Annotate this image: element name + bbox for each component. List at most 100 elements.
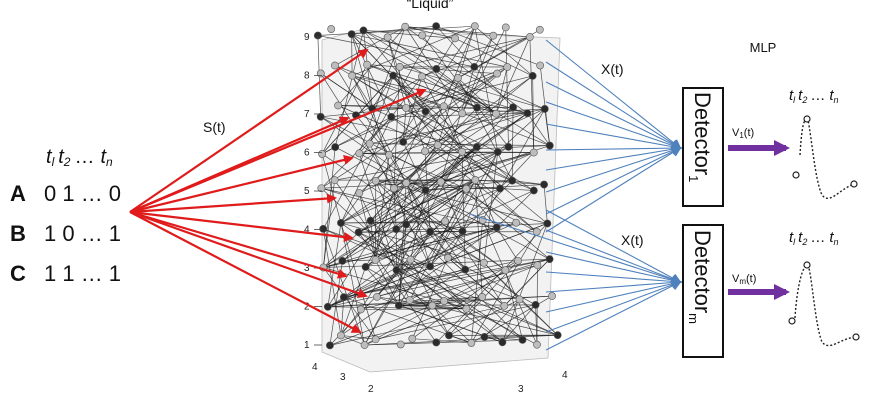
lattice-edge (358, 153, 397, 271)
state-arrow-m-5 (545, 277, 682, 293)
state-arrow-1-8 (545, 145, 682, 193)
detector-m-box (682, 224, 724, 358)
lattice-edge (363, 30, 550, 146)
lattice-neuron (462, 184, 471, 193)
lattice-edge (375, 180, 467, 190)
state-arrow-m-6 (545, 278, 682, 313)
lattice-edge (340, 222, 503, 343)
lattice-edge (499, 152, 535, 189)
pattern-id-b: B (10, 221, 26, 246)
detector-1-box (682, 87, 724, 207)
z-tick-2: 2 (304, 302, 310, 313)
lattice-edge (343, 258, 550, 298)
lattice-neuron (426, 262, 435, 271)
z-tick-1: 1 (304, 340, 310, 351)
lattice-edge (444, 221, 505, 307)
pattern-bits-a: 0 1 … 0 (44, 181, 121, 206)
lattice-neuron (432, 338, 441, 347)
lattice-edge (482, 219, 538, 345)
lattice-neuron (540, 105, 549, 113)
lattice-edge (358, 179, 476, 233)
lattice-edge (398, 182, 407, 306)
pattern-bits-c: 1 1 … 1 (44, 261, 121, 286)
state-arrow-1-6 (545, 143, 682, 154)
lattice-edge (421, 35, 509, 148)
lattice-edge (504, 258, 550, 307)
lattice-edge (358, 231, 523, 341)
lattice-edge (410, 259, 450, 336)
lattice-edge (392, 75, 513, 181)
lattice-edge (432, 305, 467, 310)
lattice-edge (320, 73, 395, 189)
lattice-edge (335, 73, 498, 148)
input-arrow-3 (129, 116, 350, 214)
lattice-edge (410, 190, 426, 260)
lattice-edge (399, 36, 530, 68)
state-arrows (469, 39, 682, 351)
detector-1-label: Detector1 (686, 92, 715, 182)
lattice-edge (366, 64, 498, 74)
lattice-edge (432, 305, 472, 344)
lattice-edge (440, 66, 475, 182)
lattice-neuron (392, 225, 401, 234)
output-curve-1 (792, 115, 858, 200)
lattice-neuron (454, 74, 462, 82)
lattice-edge (351, 75, 535, 191)
lattice-edge (429, 179, 476, 267)
lattice-neuron (359, 26, 368, 35)
lattice-neuron (493, 69, 502, 78)
lattice-edge (484, 336, 523, 341)
lattice-neuron (395, 62, 404, 71)
lattice-neuron (421, 186, 430, 195)
lattice-neuron (318, 150, 327, 158)
lattice-neuron (441, 217, 450, 226)
lattice-neuron (432, 65, 441, 73)
lattice-edge (375, 180, 506, 271)
lattice-edge (473, 35, 494, 68)
lattice-edge (496, 190, 535, 228)
lattice-edge (393, 66, 401, 189)
lattice-edge (409, 269, 466, 301)
lattice-edge (421, 76, 463, 152)
lattice-edge (363, 30, 373, 109)
lattice-edge (351, 75, 407, 184)
lattice-edge (334, 179, 397, 271)
lattice-neuron (373, 292, 381, 301)
lattice-neuron (501, 23, 510, 32)
lattice-edge (462, 151, 499, 232)
lattice-edge (351, 25, 475, 76)
lattice-neuron (331, 143, 340, 151)
lattice-edge (359, 153, 426, 191)
lattice-neuron (432, 22, 441, 31)
lattice-neuron (461, 265, 470, 274)
lattice-edge (402, 76, 423, 143)
lattice-edge (396, 269, 558, 336)
state-arrow-1-4 (545, 101, 682, 151)
lattice-neuron (399, 138, 408, 146)
lattice-neuron (385, 150, 394, 159)
lattice-edge (358, 26, 406, 154)
lattice-edge (387, 37, 426, 152)
lattice-edge (402, 77, 459, 143)
input-arrows (129, 48, 427, 333)
lattice-edge (370, 220, 503, 343)
depth-tick-2: 2 (368, 384, 374, 395)
lattice-neuron (543, 219, 552, 228)
lattice-neuron (387, 113, 396, 121)
lattice-neuron (401, 22, 410, 31)
state-arrow-m-1 (545, 209, 682, 283)
lattice-neuron (371, 335, 380, 344)
lattice-neuron (492, 109, 500, 118)
width-tick-3: 3 (518, 384, 524, 395)
lattice-neuron (458, 227, 467, 236)
lattice-neuron (515, 295, 524, 304)
lattice-edge (412, 338, 472, 344)
lattice-edge (437, 26, 476, 146)
lattice-edge (429, 151, 499, 267)
lattice-neuron (529, 186, 538, 195)
lattice-neuron (512, 218, 521, 227)
lattice-edge (320, 73, 373, 109)
lattice-neuron (444, 253, 452, 262)
